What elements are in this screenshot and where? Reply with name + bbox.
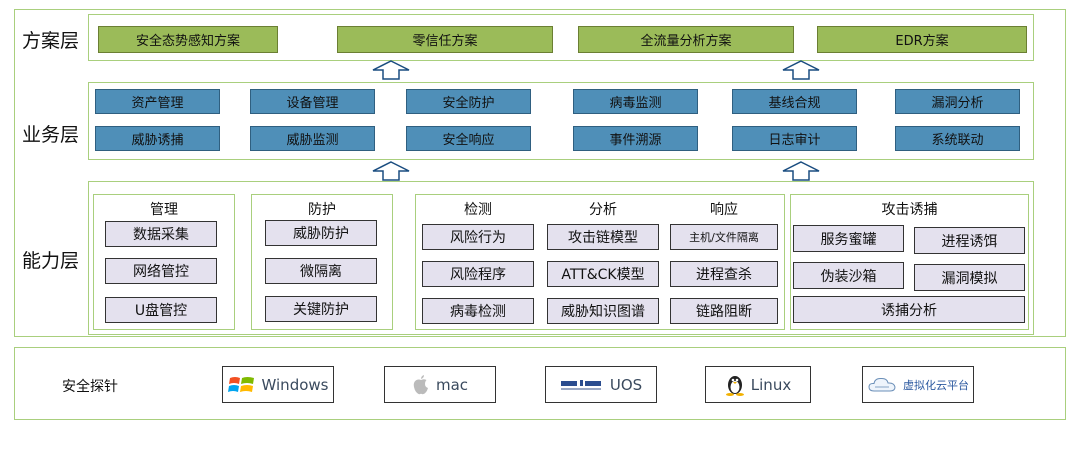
response-host-file-isolation: 主机/文件隔离 xyxy=(670,224,778,250)
analysis-title: 分析 xyxy=(589,202,617,218)
deception-group xyxy=(790,194,1029,330)
management-usb-control: U盘管控 xyxy=(105,297,217,323)
business-device-management: 设备管理 xyxy=(250,89,375,114)
detect-analyze-respond-group xyxy=(415,194,785,330)
protection-group xyxy=(251,194,393,330)
business-baseline-compliance: 基线合规 xyxy=(732,89,857,114)
analysis-threat-knowledge-graph: 威胁知识图谱 xyxy=(547,298,659,324)
up-arrow-icon xyxy=(372,60,410,80)
business-event-tracing: 事件溯源 xyxy=(573,126,698,151)
solution-layer-label: 方案层 xyxy=(22,30,80,52)
solution-edr: EDR方案 xyxy=(817,26,1027,53)
management-group xyxy=(93,194,235,330)
management-title: 管理 xyxy=(150,202,178,218)
analysis-attck-model: ATT&CK模型 xyxy=(547,261,659,287)
response-process-kill: 进程查杀 xyxy=(670,261,778,287)
solution-situational-awareness: 安全态势感知方案 xyxy=(98,26,278,53)
business-log-audit: 日志审计 xyxy=(732,126,857,151)
probe-label: 安全探针 xyxy=(62,379,118,395)
platform-windows-label: Windows xyxy=(261,375,329,394)
business-security-protection: 安全防护 xyxy=(406,89,531,114)
business-layer-label: 业务层 xyxy=(22,124,80,146)
probe-frame xyxy=(14,347,1066,420)
platform-mac-label: mac xyxy=(435,375,469,394)
detection-title: 检测 xyxy=(464,202,492,218)
windows-icon xyxy=(227,376,254,392)
management-network-control: 网络管控 xyxy=(105,258,217,284)
capability-layer-group xyxy=(88,181,1034,335)
platform-mac: mac xyxy=(384,366,496,403)
protection-micro-segmentation: 微隔离 xyxy=(265,258,377,284)
detection-risk-program: 风险程序 xyxy=(422,261,534,287)
business-system-linkage: 系统联动 xyxy=(895,126,1020,151)
solution-full-traffic-analysis: 全流量分析方案 xyxy=(578,26,794,53)
up-arrow-icon xyxy=(372,161,410,181)
protection-key-protection: 关键防护 xyxy=(265,296,377,322)
platform-cloud-label: 虚拟化云平台 xyxy=(903,378,969,392)
platform-uos: UOS xyxy=(545,366,657,403)
solution-zero-trust: 零信任方案 xyxy=(337,26,553,53)
business-threat-monitoring: 威胁监测 xyxy=(250,126,375,151)
management-data-collection: 数据采集 xyxy=(105,221,217,247)
deception-disguised-sandbox: 伪装沙箱 xyxy=(793,262,904,289)
platform-linux: Linux xyxy=(705,366,811,403)
protection-title: 防护 xyxy=(308,202,336,218)
response-link-blocking: 链路阻断 xyxy=(670,298,778,324)
detection-risk-behavior: 风险行为 xyxy=(422,224,534,250)
architecture-frame xyxy=(14,9,1066,337)
deception-trap-analysis: 诱捕分析 xyxy=(793,296,1025,323)
apple-icon xyxy=(413,375,428,395)
capability-layer-label: 能力层 xyxy=(22,250,80,272)
business-asset-management: 资产管理 xyxy=(95,89,220,114)
business-layer-group xyxy=(88,82,1034,160)
protection-threat-protection: 威胁防护 xyxy=(265,220,377,246)
deception-service-honeypot: 服务蜜罐 xyxy=(793,225,904,252)
business-threat-trapping: 威胁诱捕 xyxy=(95,126,220,151)
business-vulnerability-analysis: 漏洞分析 xyxy=(895,89,1020,114)
deception-vulnerability-simulation: 漏洞模拟 xyxy=(914,264,1025,291)
uos-icon xyxy=(560,379,601,390)
platform-linux-label: Linux xyxy=(750,375,792,394)
up-arrow-icon xyxy=(782,60,820,80)
platform-uos-label: UOS xyxy=(609,375,643,394)
response-title: 响应 xyxy=(710,202,738,218)
detection-virus-detection: 病毒检测 xyxy=(422,298,534,324)
up-arrow-icon xyxy=(782,161,820,181)
solution-layer-group xyxy=(88,14,1034,61)
platform-windows: Windows xyxy=(222,366,334,403)
cloud-icon xyxy=(868,377,896,391)
analysis-attack-chain-model: 攻击链模型 xyxy=(547,224,659,250)
platform-cloud: 虚拟化云平台 xyxy=(862,366,974,403)
deception-process-decoy: 进程诱饵 xyxy=(914,227,1025,254)
business-security-response: 安全响应 xyxy=(406,126,531,151)
tux-icon xyxy=(725,375,744,396)
deception-title: 攻击诱捕 xyxy=(881,202,938,218)
business-virus-monitoring: 病毒监测 xyxy=(573,89,698,114)
